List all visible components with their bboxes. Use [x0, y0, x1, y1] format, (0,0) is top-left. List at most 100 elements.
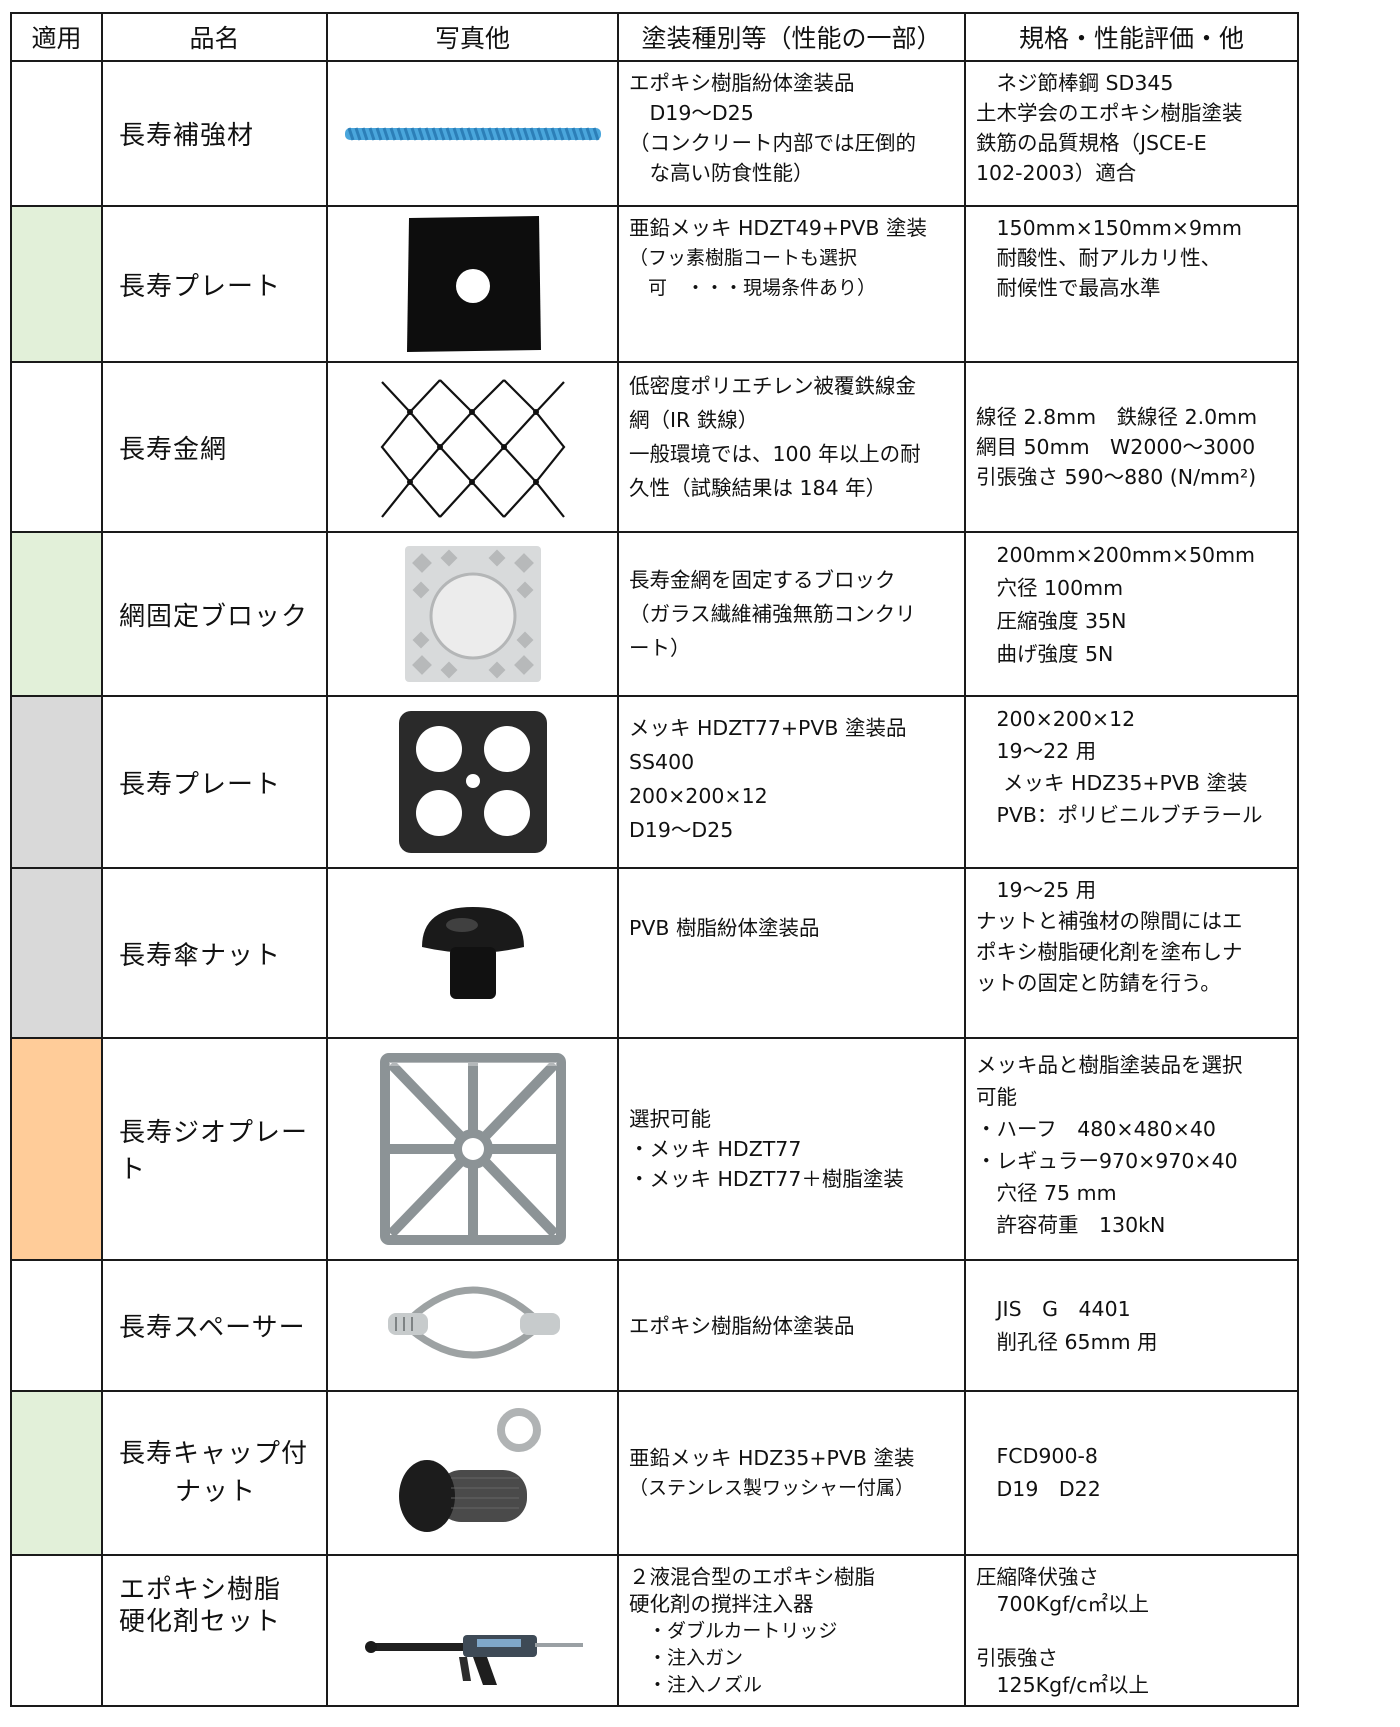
rebar-rib — [389, 127, 396, 140]
coating-line: 一般環境では、100 年以上の耐 — [629, 442, 921, 466]
rebar-rib — [494, 127, 501, 140]
coating-line: 硬化剤の撹拌注入器 — [629, 1592, 814, 1616]
spec-line: ットの固定と防錆を行う。 — [976, 971, 1221, 995]
spec-cell: FCD900-8 D19 D22 — [964, 1390, 1299, 1556]
spec-cell: 150mm×150mm×9mm 耐酸性、耐アルカリ性、 耐候性で最高水準 — [964, 205, 1299, 363]
product-name-cell: 長寿金網 — [101, 361, 328, 533]
spec-line: 19～22 用 — [976, 739, 1097, 763]
spec-line: JIS G 4401 — [976, 1296, 1131, 1321]
spec-line: ・レギュラー970×970×40 — [976, 1149, 1238, 1173]
rebar-rib — [375, 127, 382, 140]
coating-line: 久性（試験結果は 184 年） — [629, 476, 887, 500]
cap-nut-image — [398, 1408, 541, 1532]
spec-cell: ネジ節棒鋼 SD345 土木学会のエポキシ樹脂塗装 鉄筋の品質規格（JSCE-E… — [964, 60, 1299, 207]
mesh-image — [380, 379, 565, 518]
rebar-rib — [424, 127, 431, 140]
rebar-rib — [431, 127, 438, 140]
spec-line: 圧縮降伏強さ — [976, 1565, 1099, 1589]
table-row: 長寿スペーサー エポキシ樹脂紛体塗装品 — [10, 1259, 1299, 1392]
rebar-rib — [578, 127, 585, 140]
table-row: エポキシ樹脂 硬化剤セット ２液混合型のエポキシ樹脂 硬化剤の撹拌注入器 ・ダブ… — [10, 1554, 1299, 1707]
coating-line: ・ダブルカートリッジ — [629, 1620, 838, 1642]
blue-rebar-photo — [326, 60, 619, 207]
rebar-rib — [592, 127, 599, 140]
spec-line — [976, 1618, 1287, 1645]
apply-cell — [10, 1259, 103, 1392]
spec-line: 102-2003）適合 — [976, 161, 1137, 185]
rebar-image — [344, 127, 601, 140]
coating-line: 網（IR 鉄線） — [629, 408, 759, 432]
spec-line: 圧縮強度 35N — [976, 609, 1127, 633]
spec-line: ・ハーフ 480×480×40 — [976, 1117, 1216, 1141]
rebar-rib — [354, 127, 361, 140]
coating-cell: 選択可能 ・メッキ HDZT77 ・メッキ HDZT77＋樹脂塗装 — [617, 1037, 966, 1261]
header-spec: 規格・性能評価・他 — [964, 12, 1299, 62]
apply-cell — [10, 60, 103, 207]
spec-line: 可能 — [976, 1085, 1017, 1109]
product-name: エポキシ樹脂 — [119, 1575, 282, 1605]
plate-image — [406, 216, 541, 352]
coating-line: 亜鉛メッキ HDZ35+PVB 塗装 — [629, 1446, 915, 1470]
coating-line: ・メッキ HDZT77 — [629, 1137, 802, 1161]
rebar-rib — [585, 127, 592, 140]
table-row: 長寿プレート メッキ HDZT77+PVB 塗装品 SS400 200×200×… — [10, 695, 1299, 869]
product-name-cell: 長寿キャップ付 ナット — [101, 1390, 328, 1556]
coating-cell: エポキシ樹脂紛体塗装品 — [617, 1259, 966, 1392]
header-product-name: 品名 — [101, 12, 328, 62]
coating-line: 長寿金網を固定するブロック — [629, 568, 896, 592]
spec-line: 許容荷重 130kN — [976, 1213, 1166, 1237]
product-name: 長寿補強材 — [119, 121, 255, 151]
product-name: 硬化剤セット — [119, 1607, 282, 1637]
coating-cell: エポキシ樹脂紛体塗装品 D19～D25 （コンクリート内部では圧倒的 な高い防食… — [617, 60, 966, 207]
apply-cell — [10, 1390, 103, 1556]
rebar-rib — [536, 127, 543, 140]
table-row: 長寿金網 — [10, 361, 1299, 533]
rebar-rib — [543, 127, 550, 140]
product-name-cell: 長寿スペーサー — [101, 1259, 328, 1392]
four-hole-plate-photo — [326, 695, 619, 869]
chain-link-mesh-photo — [326, 361, 619, 533]
dispenser-gun-photo — [326, 1554, 619, 1707]
coating-line: エポキシ樹脂紛体塗装品 — [629, 1313, 855, 1338]
spec-line: 削孔径 65mm 用 — [976, 1329, 1158, 1354]
spec-line: ナットと補強材の隙間にはエ — [976, 909, 1243, 933]
block-image — [404, 546, 541, 682]
table-row: 長寿傘ナット PVB 樹脂紛体塗装品 19～25 用 ナットと補強材の隙間にはエ… — [10, 867, 1299, 1039]
product-name: 網固定ブロック — [119, 601, 309, 632]
rebar-rib — [452, 127, 459, 140]
black-plate-photo — [326, 205, 619, 363]
product-name: 長寿ジオプレート — [119, 1118, 309, 1185]
product-name: 長寿プレート — [119, 769, 282, 800]
concrete-block-photo — [326, 531, 619, 697]
rebar-rib — [361, 127, 368, 140]
header-apply: 適用 — [10, 12, 103, 62]
spec-line: ポキシ樹脂硬化剤を塗布しナ — [976, 940, 1243, 964]
coating-line: 亜鉛メッキ HDZT49+PVB 塗装 — [629, 216, 928, 240]
spec-line: 150mm×150mm×9mm — [976, 216, 1242, 240]
coating-line: PVB 樹脂紛体塗装品 — [629, 916, 820, 940]
rebar-rib — [522, 127, 529, 140]
coating-line: 選択可能 — [629, 1107, 711, 1131]
coating-line: ート） — [629, 636, 691, 660]
coating-line: SS400 — [629, 750, 695, 774]
header-coating: 塗装種別等（性能の一部） — [617, 12, 966, 62]
spec-cell: 圧縮降伏強さ 700Kgf/c㎡以上 引張強さ 125Kgf/c㎡以上 — [964, 1554, 1299, 1707]
spec-line: 鉄筋の品質規格（JSCE-E — [976, 131, 1207, 155]
coating-line: ・注入ガン — [629, 1647, 744, 1669]
spec-line: 125Kgf/c㎡以上 — [976, 1673, 1149, 1697]
rebar-rib — [438, 127, 445, 140]
product-name-cell: エポキシ樹脂 硬化剤セット — [101, 1554, 328, 1707]
table-row: 長寿プレート 亜鉛メッキ HDZT49+PVB 塗装 （フッ素樹脂コートも選択 … — [10, 205, 1299, 363]
rebar-rib — [564, 127, 571, 140]
product-name: 長寿スペーサー — [119, 1313, 306, 1343]
rebar-rib — [396, 127, 403, 140]
coating-line: ・注入ノズル — [629, 1674, 763, 1696]
four-hole-plate-image — [398, 711, 547, 853]
apply-cell — [10, 867, 103, 1039]
coating-line: な高い防食性能） — [629, 161, 814, 185]
cap-nut-photo — [326, 1390, 619, 1556]
rebar-rib — [466, 127, 473, 140]
spacer-image — [387, 1286, 560, 1358]
rebar-rib — [417, 127, 424, 140]
dispenser-gun-image — [364, 1635, 583, 1685]
